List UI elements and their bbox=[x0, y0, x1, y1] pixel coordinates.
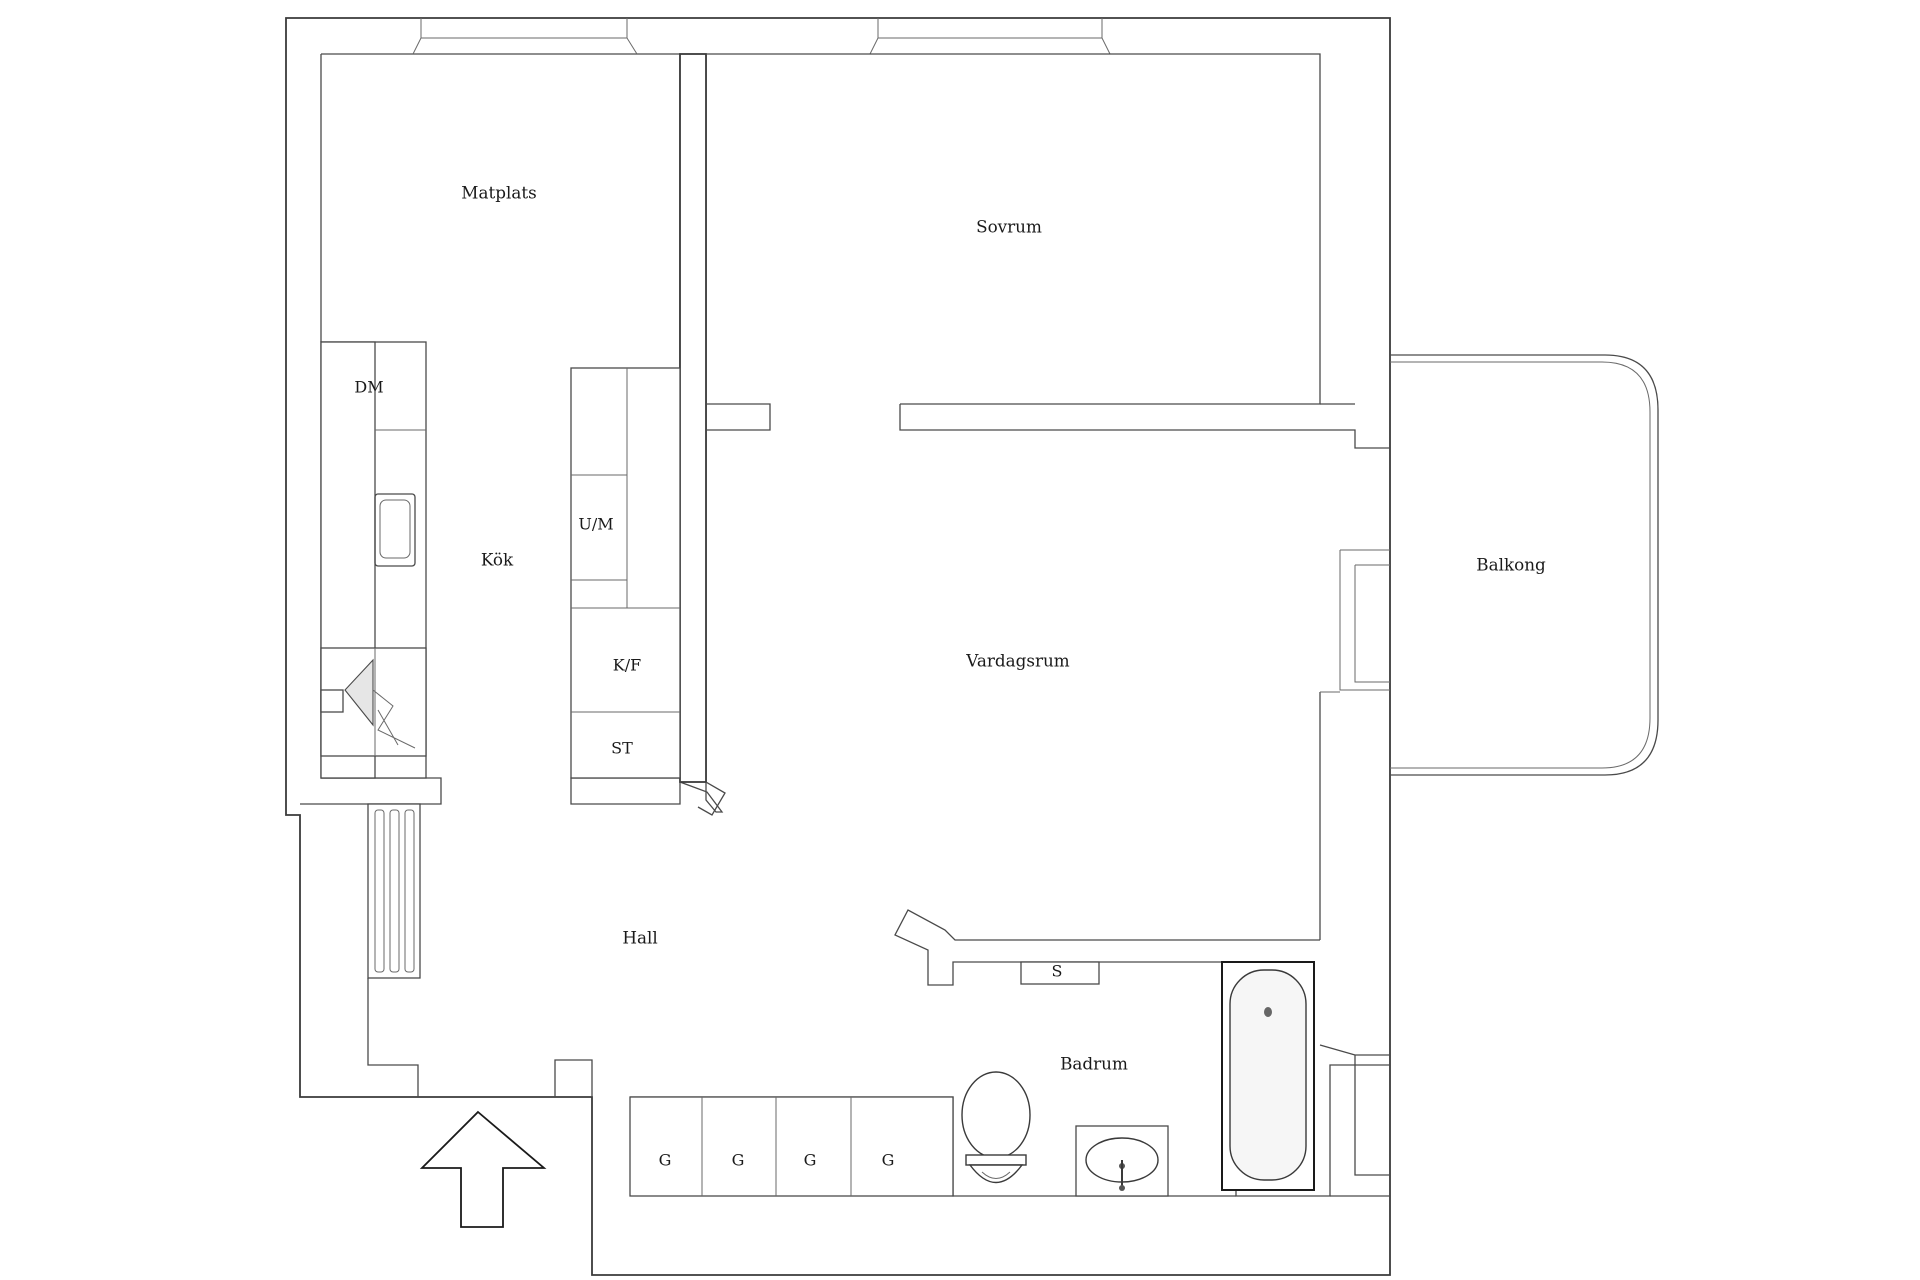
kitchen-sink-icon bbox=[374, 493, 416, 567]
washbasin-icon bbox=[1075, 1125, 1169, 1197]
wall-sovrum-vardagsrum bbox=[899, 404, 1390, 449]
wall-kitchen-sovrum bbox=[679, 53, 707, 783]
fixture-label-g3: G bbox=[804, 1151, 817, 1170]
room-label-hall: Hall bbox=[622, 928, 657, 948]
badrum-right-wall bbox=[1319, 1044, 1390, 1197]
stove-hood-icon bbox=[320, 647, 427, 757]
radiator-icon bbox=[367, 803, 421, 979]
sovrum-right-wall bbox=[706, 53, 1321, 405]
room-label-kok: Kök bbox=[481, 550, 514, 570]
room-label-balkong: Balkong bbox=[1476, 555, 1546, 575]
outer-wall bbox=[285, 17, 1391, 1276]
toilet-icon bbox=[961, 1071, 1031, 1183]
hall-left-wall bbox=[367, 978, 419, 1097]
fixture-label-kf: K/F bbox=[613, 656, 641, 675]
wardrobes bbox=[629, 1096, 954, 1197]
room-label-vardagsrum: Vardagsrum bbox=[965, 651, 1070, 671]
room-label-sovrum: Sovrum bbox=[976, 217, 1042, 237]
room-label-badrum: Badrum bbox=[1060, 1054, 1128, 1074]
window-sovrum bbox=[869, 18, 1111, 55]
s-cabinet bbox=[1020, 961, 1100, 985]
kitchen-hall-wall bbox=[697, 781, 726, 816]
entrance-arrow-icon bbox=[419, 1110, 547, 1228]
bathtub-icon bbox=[1221, 961, 1315, 1191]
wall-vardagsrum-badrum bbox=[894, 909, 1390, 1197]
counter-um-top bbox=[571, 474, 627, 581]
fixture-label-g2: G bbox=[732, 1151, 745, 1170]
kitchen-counter-left bbox=[320, 341, 427, 779]
vardagsrum-right-wall bbox=[1319, 403, 1355, 940]
entrance-right bbox=[554, 1059, 593, 1097]
fixture-label-g1: G bbox=[659, 1151, 672, 1170]
room-label-matplats: Matplats bbox=[461, 183, 536, 203]
fixture-label-s: S bbox=[1052, 962, 1063, 981]
window-matplats bbox=[412, 18, 638, 55]
balcony-door bbox=[1320, 549, 1390, 693]
fixture-label-st: ST bbox=[611, 739, 633, 758]
fixture-label-dm: DM bbox=[354, 378, 383, 397]
fixture-label-um: U/M bbox=[578, 515, 613, 534]
walls bbox=[285, 17, 1391, 1276]
fixture-label-g4: G bbox=[882, 1151, 895, 1170]
sovrum-bottom-left bbox=[706, 403, 771, 431]
balcony-inner bbox=[1390, 361, 1651, 769]
balcony bbox=[1390, 354, 1659, 776]
counter-right-outer bbox=[570, 367, 681, 779]
kitchen-counter-right bbox=[570, 367, 681, 779]
balcony-outer bbox=[1390, 354, 1659, 776]
windows-top bbox=[412, 18, 1111, 55]
